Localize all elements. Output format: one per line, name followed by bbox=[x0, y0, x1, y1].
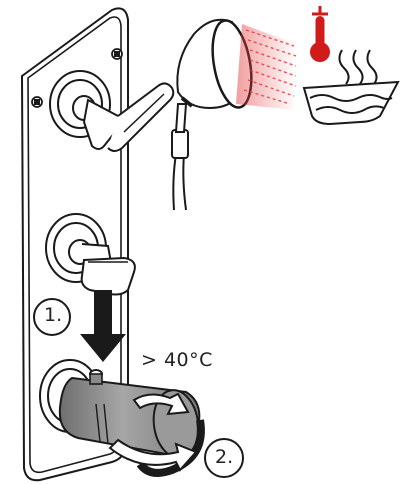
shower-hose bbox=[172, 104, 188, 210]
temperature-threshold-label: > 40°C bbox=[141, 349, 213, 371]
hot-water-spray bbox=[236, 24, 296, 110]
screw-top-right bbox=[112, 49, 122, 59]
thermometer-icon bbox=[310, 6, 330, 62]
step-1-label: 1. bbox=[44, 304, 62, 326]
step-2-label: 2. bbox=[215, 446, 233, 468]
screw-top-left bbox=[32, 97, 42, 107]
